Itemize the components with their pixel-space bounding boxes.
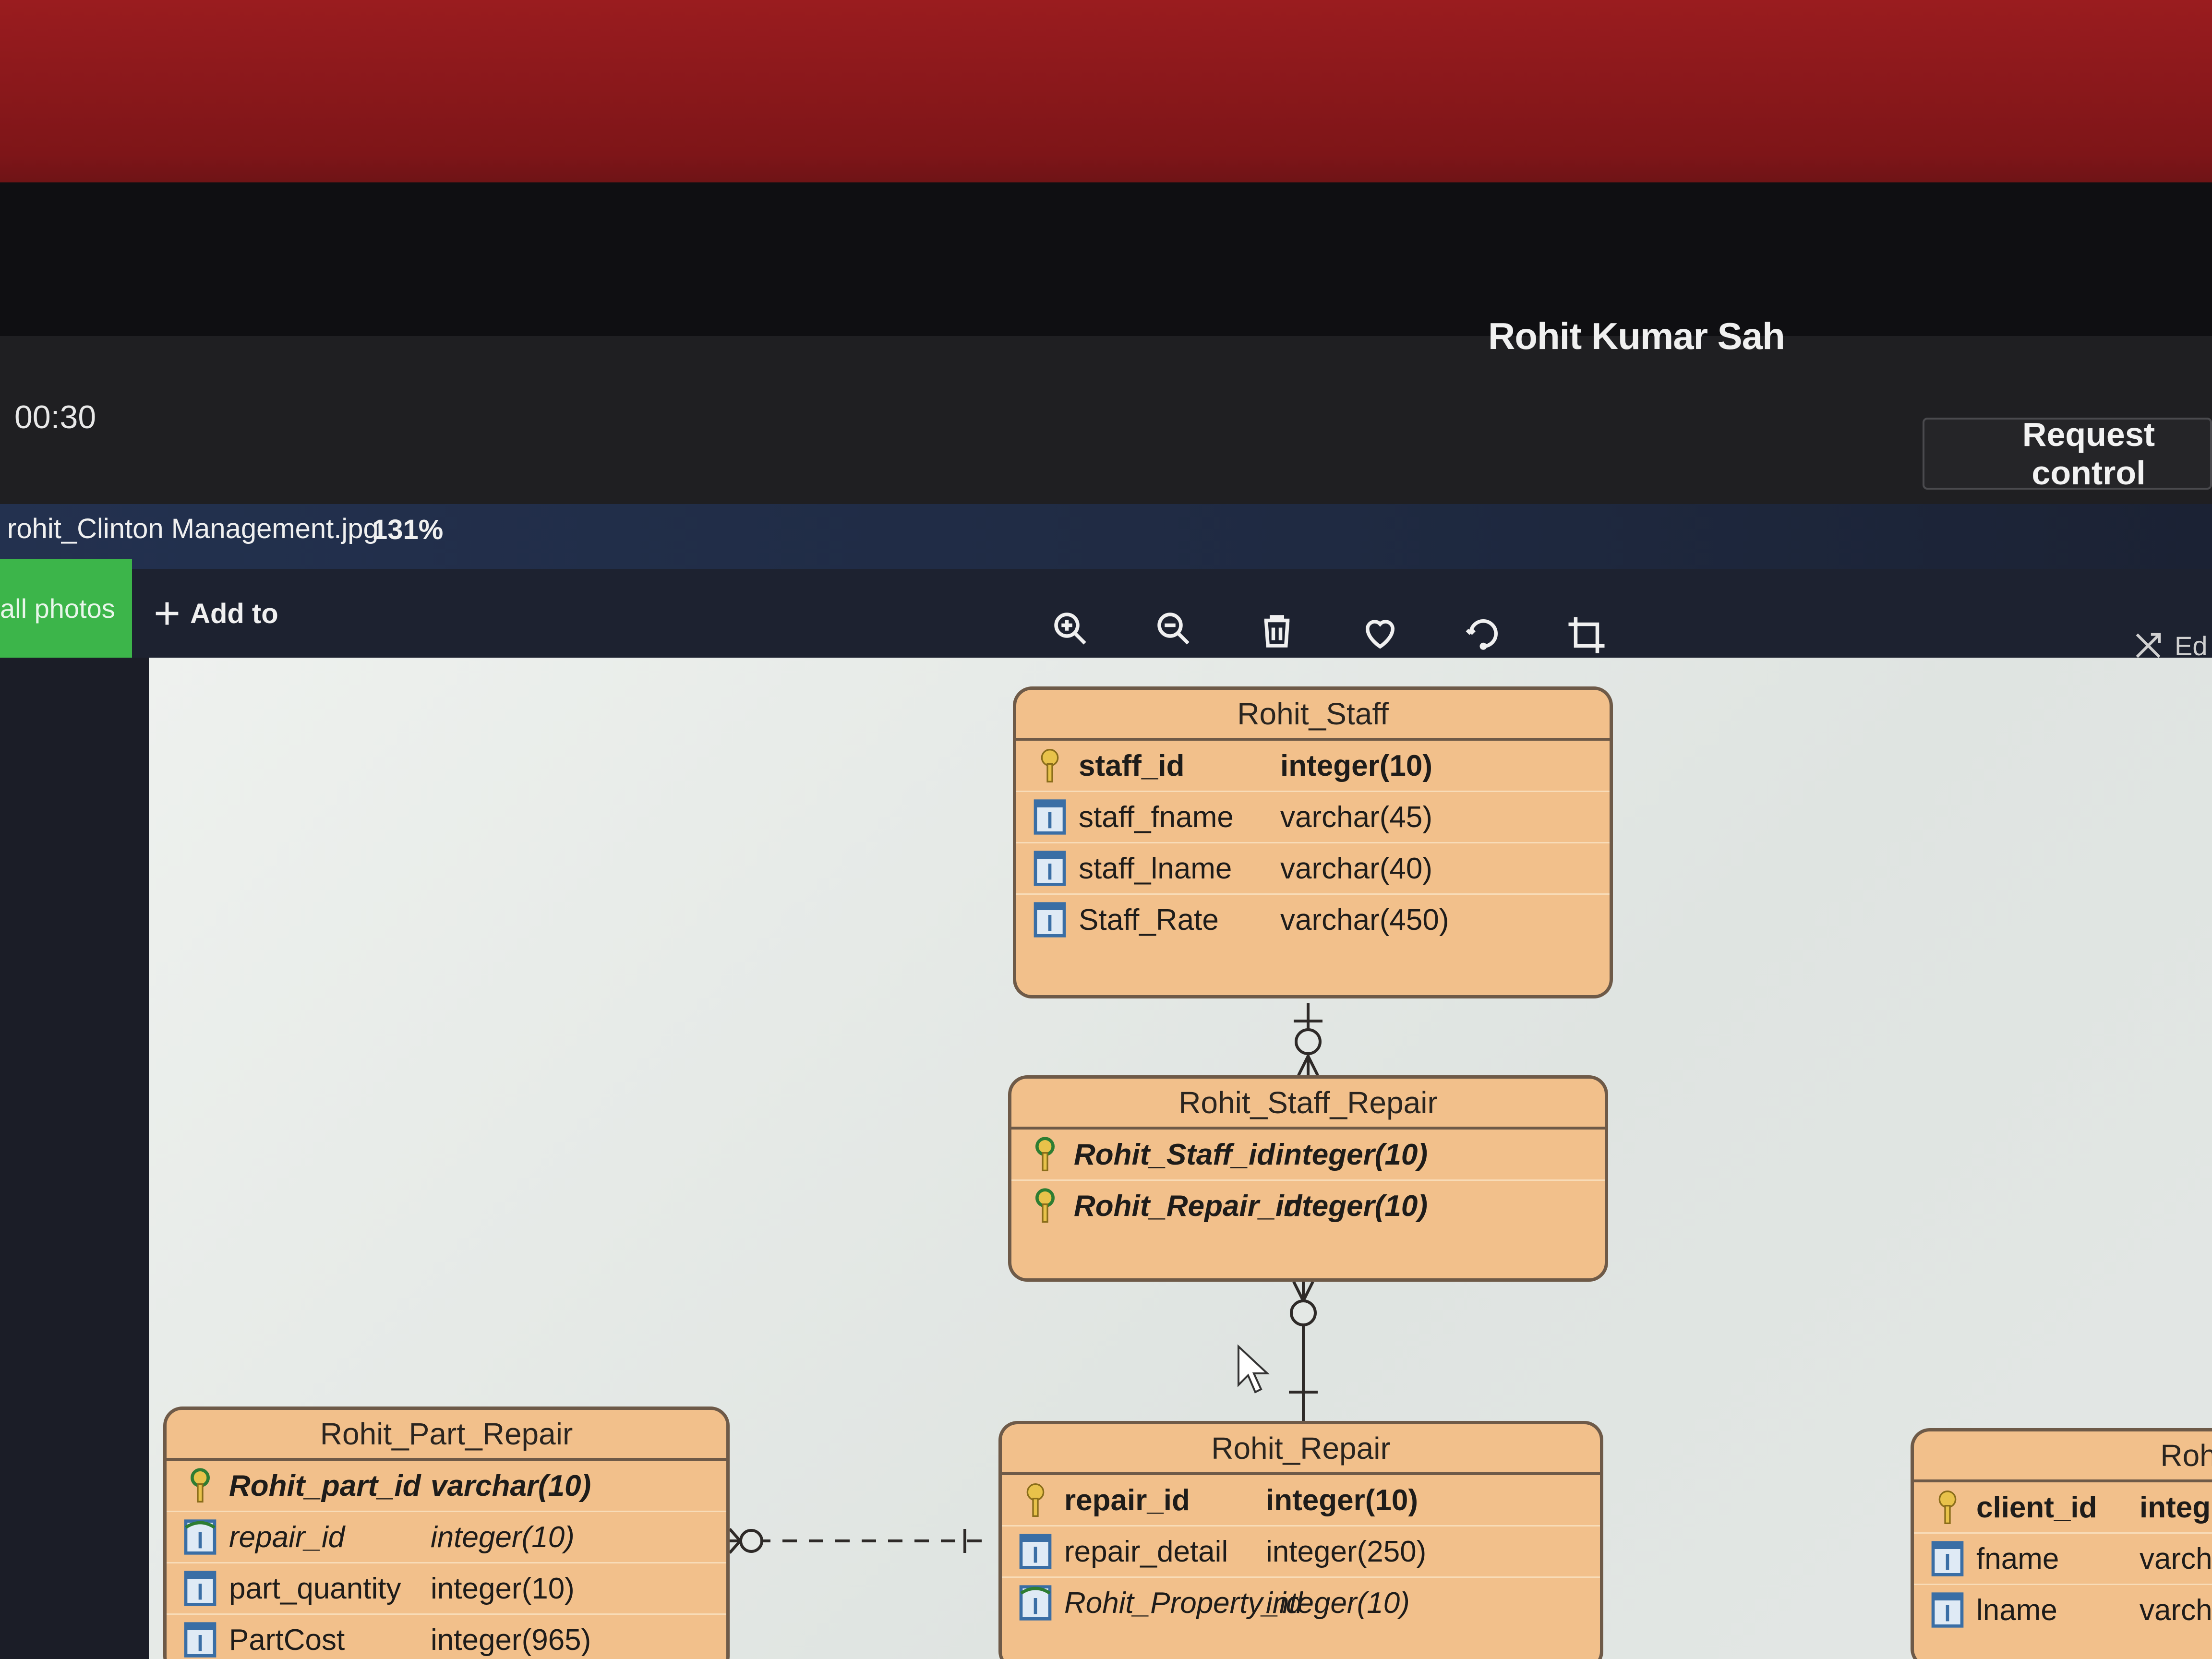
add-to-label: Add to xyxy=(190,598,278,629)
column-icon xyxy=(184,1622,216,1658)
column-name: repair_id xyxy=(229,1520,345,1554)
crop-icon[interactable] xyxy=(1560,609,1613,661)
primary-key-icon xyxy=(1938,1491,1957,1524)
favorite-heart-icon[interactable] xyxy=(1354,606,1407,659)
column-type: integ xyxy=(2140,1491,2211,1524)
add-to-button[interactable]: + Add to xyxy=(154,590,278,637)
column-row: Rohit_Property_id integer(10) xyxy=(1002,1578,1600,1628)
column-type: integer(10) xyxy=(1275,1189,1428,1223)
column-icon xyxy=(1034,851,1066,886)
column-type: integer(10) xyxy=(1266,1586,1410,1620)
column-icon xyxy=(1931,1592,1964,1628)
column-name: Rohit_part_id xyxy=(229,1469,421,1503)
entity-title: Rohit_Cli xyxy=(1914,1431,2212,1482)
column-row: lname varch xyxy=(1914,1585,2212,1635)
column-row: client_id integ xyxy=(1914,1482,2212,1534)
column-row: fname varch xyxy=(1914,1534,2212,1585)
viewer-toolbar xyxy=(0,569,2212,662)
delete-icon[interactable] xyxy=(1250,605,1303,658)
column-type: integer(250) xyxy=(1266,1535,1427,1568)
column-icon xyxy=(1931,1541,1964,1576)
column-name: staff_id xyxy=(1079,749,1185,782)
column-row: staff_lname varchar(40) xyxy=(1016,843,1610,895)
meeting-timer: 00:30 xyxy=(14,399,96,435)
column-type: integer(10) xyxy=(431,1520,575,1554)
column-row: Rohit_Staff_id integer(10) xyxy=(1011,1130,1605,1181)
column-name: Rohit_Repair_id xyxy=(1074,1189,1302,1223)
entity-title: Rohit_Repair xyxy=(1002,1424,1600,1475)
column-type: varchar(45) xyxy=(1280,800,1432,834)
entity-title: Rohit_Staff xyxy=(1016,690,1610,741)
foreign-key-column-icon xyxy=(184,1519,216,1555)
edit-button[interactable]: Ed xyxy=(2131,629,2208,662)
zoom-out-icon[interactable] xyxy=(1147,602,1200,655)
entity-title: Rohit_Part_Repair xyxy=(167,1410,726,1461)
column-row: staff_id integer(10) xyxy=(1016,741,1610,792)
zoom-in-icon[interactable] xyxy=(1044,602,1097,655)
viewer-title-bar xyxy=(0,504,2212,569)
image-canvas: Rohit_Staff staff_id integer(10) staff_f… xyxy=(149,658,2212,1659)
edit-label: Ed xyxy=(2175,630,2208,661)
column-row: part_quantity integer(10) xyxy=(167,1563,726,1615)
column-name: staff_lname xyxy=(1079,852,1232,885)
column-name: fname xyxy=(1976,1542,2059,1575)
column-row: repair_id integer(10) xyxy=(1002,1475,1600,1527)
column-type: varchar(10) xyxy=(431,1469,591,1503)
column-type: integer(10) xyxy=(1280,749,1432,782)
edit-icon xyxy=(2136,633,2161,658)
plus-icon: + xyxy=(154,588,181,639)
entity-rohit-part-repair[interactable]: Rohit_Part_Repair Rohit_part_id varchar(… xyxy=(163,1407,730,1659)
presenter-name: Rohit Kumar Sah xyxy=(1488,315,1785,357)
request-control-button[interactable]: Request control xyxy=(1923,416,2212,492)
column-row: Rohit_Repair_id integer(10) xyxy=(1011,1181,1605,1231)
column-row: Staff_Rate varchar(450) xyxy=(1016,895,1610,945)
column-name: lname xyxy=(1976,1593,2057,1627)
column-name: PartCost xyxy=(229,1623,345,1657)
column-row: staff_fname varchar(45) xyxy=(1016,792,1610,843)
entity-rohit-repair[interactable]: Rohit_Repair repair_id integer(10) repai… xyxy=(998,1421,1603,1659)
entity-rohit-staff-repair[interactable]: Rohit_Staff_Repair Rohit_Staff_id intege… xyxy=(1008,1075,1608,1282)
column-icon xyxy=(1019,1534,1052,1569)
relationship-lines xyxy=(728,1003,1322,1554)
entity-title: Rohit_Staff_Repair xyxy=(1011,1079,1605,1130)
column-row: repair_id integer(10) xyxy=(167,1512,726,1563)
entity-rohit-staff[interactable]: Rohit_Staff staff_id integer(10) staff_f… xyxy=(1013,686,1613,998)
column-name: Staff_Rate xyxy=(1079,903,1219,937)
column-type: integer(965) xyxy=(431,1623,591,1657)
column-name: part_quantity xyxy=(229,1572,401,1605)
column-type: integer(10) xyxy=(1275,1138,1428,1171)
column-type: integer(10) xyxy=(1266,1483,1418,1517)
column-row: repair_detail integer(250) xyxy=(1002,1527,1600,1578)
column-type: varch xyxy=(2140,1542,2212,1575)
column-name: Rohit_Staff_id xyxy=(1074,1138,1275,1171)
viewer-left-strip xyxy=(0,658,178,1659)
column-name: staff_fname xyxy=(1079,800,1234,834)
column-name: repair_id xyxy=(1064,1483,1190,1517)
column-icon xyxy=(1034,902,1066,938)
column-type: varchar(40) xyxy=(1280,852,1432,885)
zoom-level: 131% xyxy=(372,514,444,545)
column-type: varchar(450) xyxy=(1280,903,1449,937)
foreign-key-icon xyxy=(1035,1188,1055,1223)
entity-rohit-client[interactable]: Rohit_Cli client_id integ fname varch ln… xyxy=(1911,1428,2212,1659)
column-name: repair_detail xyxy=(1064,1535,1228,1568)
column-type: varch xyxy=(2140,1593,2212,1627)
column-name: client_id xyxy=(1976,1491,2097,1524)
meeting-header xyxy=(0,336,2212,509)
column-icon xyxy=(184,1571,216,1606)
rotate-icon[interactable] xyxy=(1457,607,1510,660)
foreign-key-column-icon xyxy=(1019,1585,1052,1621)
column-row: PartCost integer(965) xyxy=(167,1615,726,1659)
primary-key-icon xyxy=(1026,1483,1045,1517)
column-type: integer(10) xyxy=(431,1572,575,1605)
column-icon xyxy=(1034,799,1066,835)
monitor-bezel xyxy=(0,182,2212,336)
foreign-key-icon xyxy=(1035,1137,1055,1171)
all-photos-button[interactable]: all photos xyxy=(0,559,132,658)
primary-key-icon xyxy=(1041,749,1059,782)
file-name: rohit_Clinton Management.jpg xyxy=(7,513,379,544)
column-row: Rohit_part_id varchar(10) xyxy=(167,1461,726,1512)
column-name: Rohit_Property_id xyxy=(1064,1586,1303,1620)
foreign-key-icon xyxy=(191,1468,210,1503)
